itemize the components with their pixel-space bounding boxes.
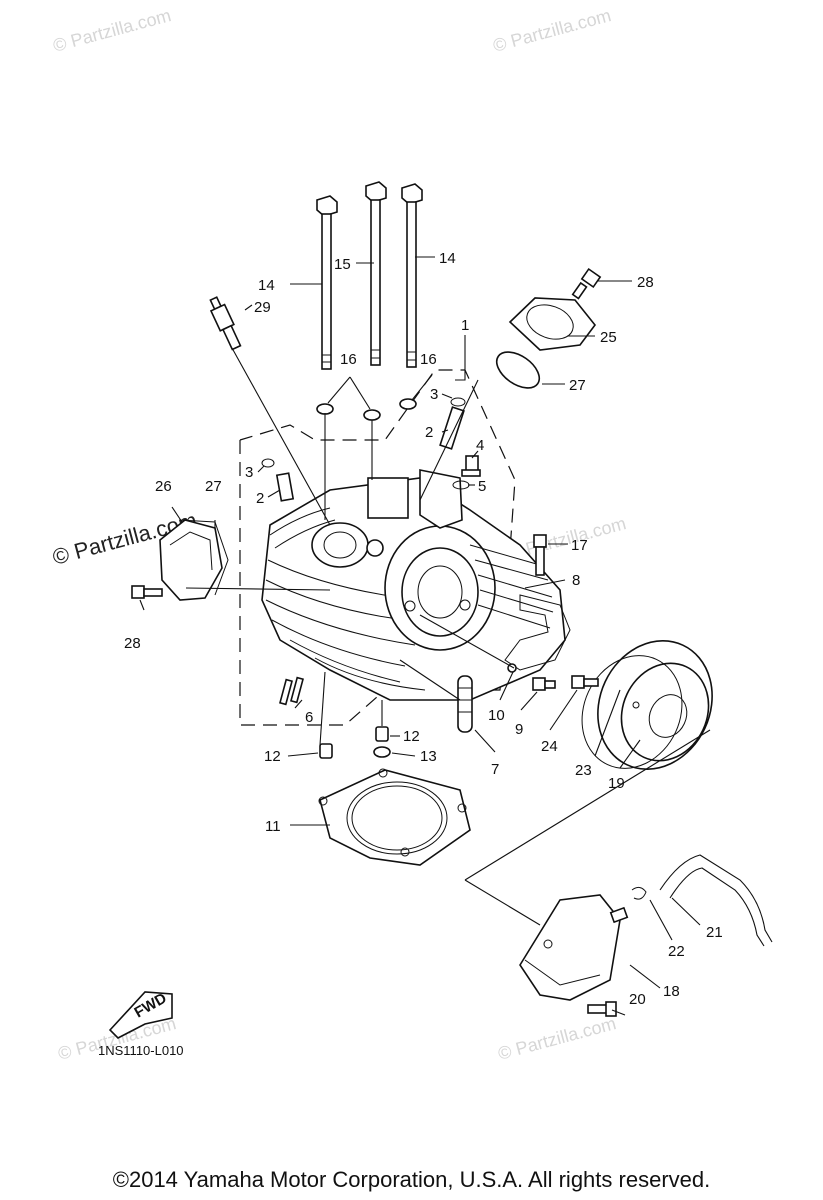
o-ring-23 [581,655,683,769]
bolt-9 [532,677,556,691]
callout: 20 [629,991,646,1008]
leader-lines [139,256,711,1016]
chain-guide-7 [457,675,473,733]
head-bolt-14-left [316,195,338,370]
watermark: © Partzilla.com [51,5,173,56]
fwd-arrow-icon: FWD [108,990,173,1039]
gasket-8 [504,594,571,671]
callout: 13 [420,748,437,765]
callout: 27 [205,478,222,495]
clip-3 [450,397,466,407]
washer-16 [399,398,417,410]
callout: 14 [439,250,456,267]
head-gasket-11 [318,768,471,866]
washer-13 [373,746,391,758]
bolt-20 [587,1001,617,1017]
bolt-28-left [131,585,163,599]
callout: 15 [334,256,351,273]
callout: 29 [254,299,271,316]
bolt-24 [571,675,599,689]
callout: 1 [461,317,469,334]
cover-18 [519,894,629,1001]
callout: 28 [637,274,654,291]
washer-16 [316,403,334,415]
callout: 17 [571,537,588,554]
washer-16 [363,409,381,421]
valve-guide-2 [439,406,465,450]
bolt-17 [533,534,547,576]
copyright-notice: ©2014 Yamaha Motor Corporation, U.S.A. A… [112,1167,711,1192]
side-cover-19 [597,640,713,770]
callout: 27 [569,377,586,394]
callout: 12 [403,728,420,745]
callout: 10 [488,707,505,724]
callout: 9 [515,721,523,738]
callout: 19 [608,775,625,792]
callout: 4 [476,437,484,454]
o-ring-27 [495,351,541,389]
head-bolt-14-right [401,183,423,368]
callout: 2 [256,490,264,507]
assembly-outline [239,369,516,726]
clip-22 [631,886,647,900]
callout: 22 [668,943,685,960]
callout: 3 [430,386,438,403]
o-ring-27-left [179,519,229,596]
callout: 18 [663,983,680,1000]
callout: 28 [124,635,141,652]
callout: 2 [425,424,433,441]
dowel-12 [319,743,333,759]
dowel-12 [375,726,389,742]
callout: 14 [258,277,275,294]
tappet-cover-26 [159,519,223,601]
spark-plug-29 [209,296,242,351]
callout: 11 [265,818,281,835]
cylinder-head [261,469,566,701]
callout: 16 [340,351,357,368]
intake-joint-25 [508,297,597,351]
valve-guide-2-left [275,472,295,502]
callout: 3 [245,464,253,481]
hose-21 [659,854,773,947]
head-bolt-15 [365,181,387,366]
callout: 25 [600,329,617,346]
callout: 6 [305,709,313,726]
callout: 24 [541,738,558,755]
callout: 8 [572,572,580,589]
callout: 23 [575,762,592,779]
diagram-code: 1NS1110-L010 [98,1043,184,1058]
callout: 21 [706,924,723,941]
callout: 26 [155,478,172,495]
callout: 16 [420,351,437,368]
stud-6 [279,676,304,706]
watermark: © Partzilla.com [496,1013,618,1064]
clip-3-left [261,458,275,468]
bolt-28-top [571,267,602,300]
plug-4 [461,455,481,477]
watermark: © Partzilla.com [491,5,613,56]
callout: 12 [264,748,281,765]
callout: 7 [491,761,499,778]
callout: 5 [478,478,486,495]
